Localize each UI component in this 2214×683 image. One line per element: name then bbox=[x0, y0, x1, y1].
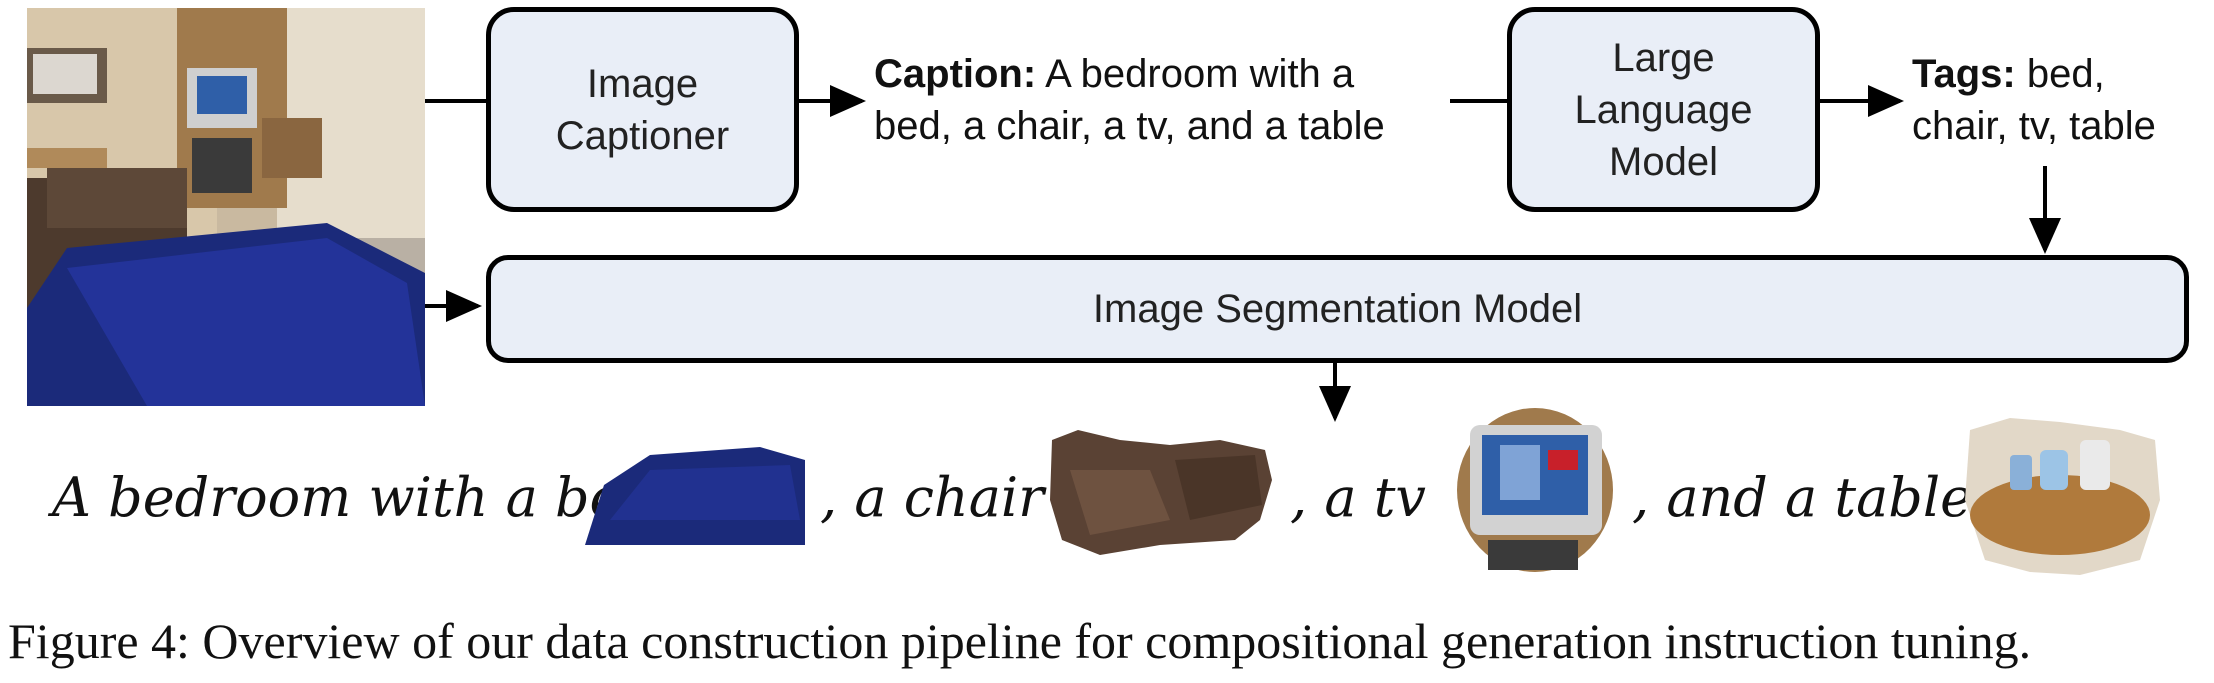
caption-line-1: A bedroom with a bbox=[1045, 52, 1355, 96]
chair-segment bbox=[1050, 430, 1272, 555]
llm-label-1: Large bbox=[1612, 35, 1715, 80]
caption-label: Caption: bbox=[874, 52, 1037, 96]
output-text-2: , a chair bbox=[820, 466, 1044, 529]
llm-label-2: Language bbox=[1574, 87, 1753, 132]
segmentation-box: Image Segmentation Model bbox=[486, 255, 2189, 363]
llm-label-3: Model bbox=[1609, 139, 1718, 184]
output-text-3: , a tv bbox=[1290, 466, 1426, 529]
tags-line-1: bed, bbox=[2026, 52, 2105, 96]
segmentation-label: Image Segmentation Model bbox=[1092, 287, 1583, 331]
caption-text: Caption: A bedroom with a bed, a chair, … bbox=[874, 48, 1385, 152]
tags-label: Tags: bbox=[1912, 52, 2016, 96]
tags-text: Tags: bed, chair, tv, table bbox=[1912, 48, 2156, 152]
caption-line-2: bed, a chair, a tv, and a table bbox=[874, 104, 1385, 148]
image-captioner-label-1: Image bbox=[586, 61, 699, 106]
image-captioner-label-2: Captioner bbox=[555, 113, 730, 158]
output-text-4: , and a table bbox=[1632, 466, 1973, 529]
tags-line-2: chair, tv, table bbox=[1912, 104, 2156, 148]
table-segment bbox=[1965, 418, 2160, 575]
image-captioner-box: Image Captioner bbox=[486, 7, 799, 212]
figure-caption: Figure 4: Overview of our data construct… bbox=[8, 613, 2032, 669]
llm-box: Large Language Model bbox=[1507, 7, 1820, 212]
tv-segment bbox=[1457, 408, 1613, 572]
output-text-1: A bedroom with a bed bbox=[52, 466, 657, 529]
